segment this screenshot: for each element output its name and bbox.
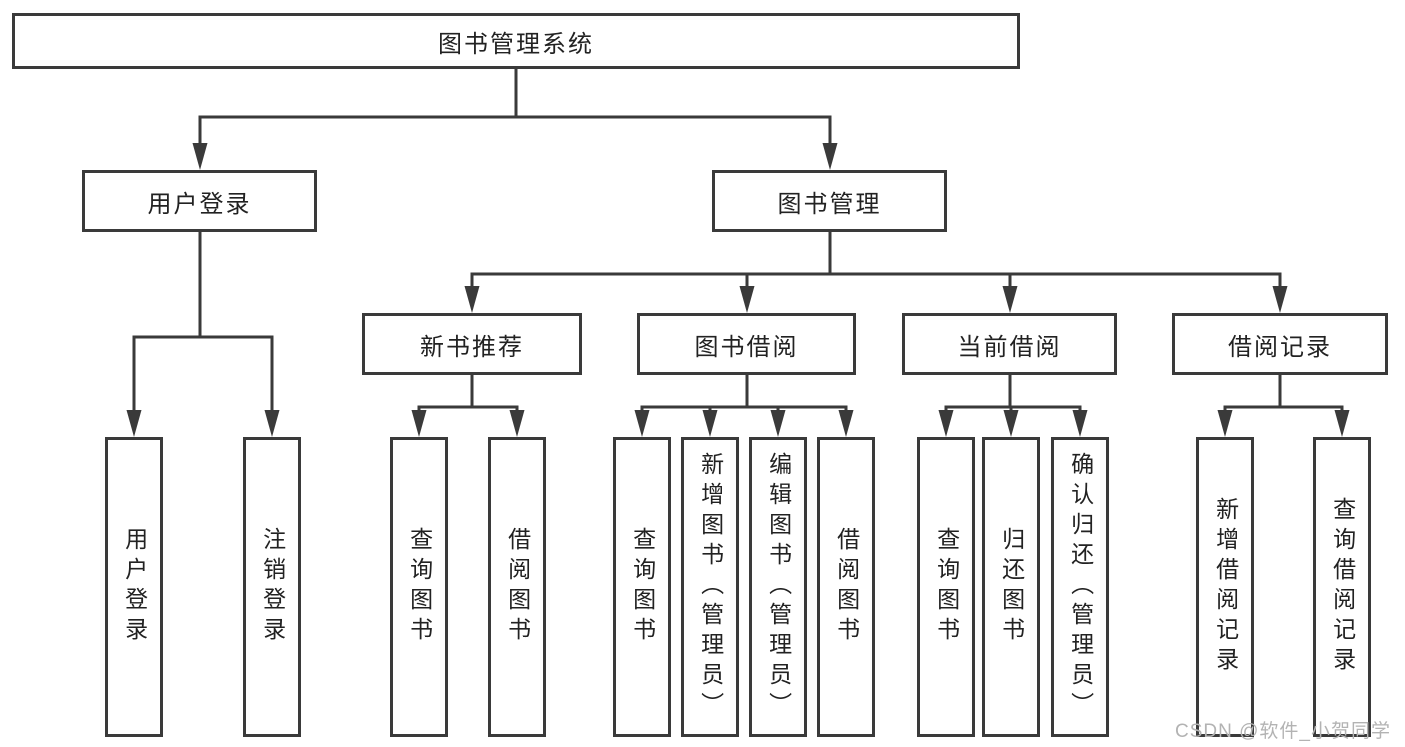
node-label: 新增图书（管理员） — [697, 452, 724, 722]
node-book-management: 图书管理 — [712, 170, 947, 232]
arrow-head — [1003, 410, 1019, 437]
arrow-head — [739, 286, 755, 313]
connector-line — [1223, 372, 1344, 415]
leaf-logout: 注销登录 — [243, 437, 301, 737]
leaf-edit-books-admin: 编辑图书（管理员） — [749, 437, 807, 737]
arrow-head — [1272, 286, 1288, 313]
arrow-head — [509, 410, 525, 437]
node-label: 借阅图书 — [504, 527, 531, 647]
leaf-borrow-books-borrowing: 借阅图书 — [817, 437, 875, 737]
node-label: 归还图书 — [998, 527, 1025, 647]
node-borrowing-records: 借阅记录 — [1172, 313, 1388, 375]
node-label: 查询图书 — [933, 527, 960, 647]
connector-line — [470, 229, 1282, 289]
node-label: 借阅记录 — [1228, 333, 1332, 361]
leaf-add-borrow-record: 新增借阅记录 — [1196, 437, 1254, 737]
node-label: 借阅图书 — [833, 527, 860, 647]
arrow-head — [464, 286, 480, 313]
node-label: 注销登录 — [259, 527, 286, 647]
arrow-head — [702, 410, 718, 437]
node-label: 用户登录 — [147, 190, 252, 218]
node-label: 新增借阅记录 — [1212, 497, 1239, 677]
leaf-query-books-borrowing: 查询图书 — [613, 437, 671, 737]
leaf-borrow-books-recommend: 借阅图书 — [488, 437, 546, 737]
node-label: 当前借阅 — [957, 333, 1062, 361]
node-root: 图书管理系统 — [12, 13, 1020, 69]
node-label: 图书借阅 — [694, 333, 799, 361]
leaf-query-borrow-record: 查询借阅记录 — [1313, 437, 1371, 737]
node-label: 图书管理系统 — [438, 30, 594, 58]
arrow-head — [264, 410, 280, 437]
node-current-borrowing: 当前借阅 — [902, 313, 1117, 375]
node-label: 编辑图书（管理员） — [765, 452, 792, 722]
node-label: 确认归还（管理员） — [1067, 452, 1094, 722]
arrow-head — [192, 143, 208, 170]
arrow-head — [634, 410, 650, 437]
arrow-head — [1334, 410, 1350, 437]
node-label: 用户登录 — [121, 527, 148, 647]
arrow-head — [938, 410, 954, 437]
arrow-head — [1217, 410, 1233, 437]
connector-line — [417, 372, 519, 415]
node-new-book-recommendation: 新书推荐 — [362, 313, 582, 375]
connector-line — [198, 66, 832, 146]
arrow-head — [770, 410, 786, 437]
node-book-borrowing: 图书借阅 — [637, 313, 856, 375]
arrow-head — [1002, 286, 1018, 313]
connector-line — [640, 372, 848, 415]
node-label: 图书管理 — [777, 190, 882, 218]
node-label: 查询图书 — [406, 527, 433, 647]
node-label: 查询借阅记录 — [1329, 497, 1356, 677]
node-user-login: 用户登录 — [82, 170, 317, 232]
leaf-user-login: 用户登录 — [105, 437, 163, 737]
node-label: 查询图书 — [629, 527, 656, 647]
arrow-head — [1072, 410, 1088, 437]
node-label: 新书推荐 — [420, 333, 524, 361]
watermark: CSDN @软件_小贺同学 — [1175, 721, 1391, 742]
leaf-confirm-return-admin: 确认归还（管理员） — [1051, 437, 1109, 737]
connector-line — [944, 372, 1082, 415]
arrow-head — [411, 410, 427, 437]
connector-line — [132, 229, 274, 413]
arrow-head — [838, 410, 854, 437]
leaf-query-books-current: 查询图书 — [917, 437, 975, 737]
leaf-add-books-admin: 新增图书（管理员） — [681, 437, 739, 737]
arrow-head — [822, 143, 838, 170]
leaf-return-books: 归还图书 — [982, 437, 1040, 737]
leaf-query-books-recommend: 查询图书 — [390, 437, 448, 737]
arrow-head — [126, 410, 142, 437]
